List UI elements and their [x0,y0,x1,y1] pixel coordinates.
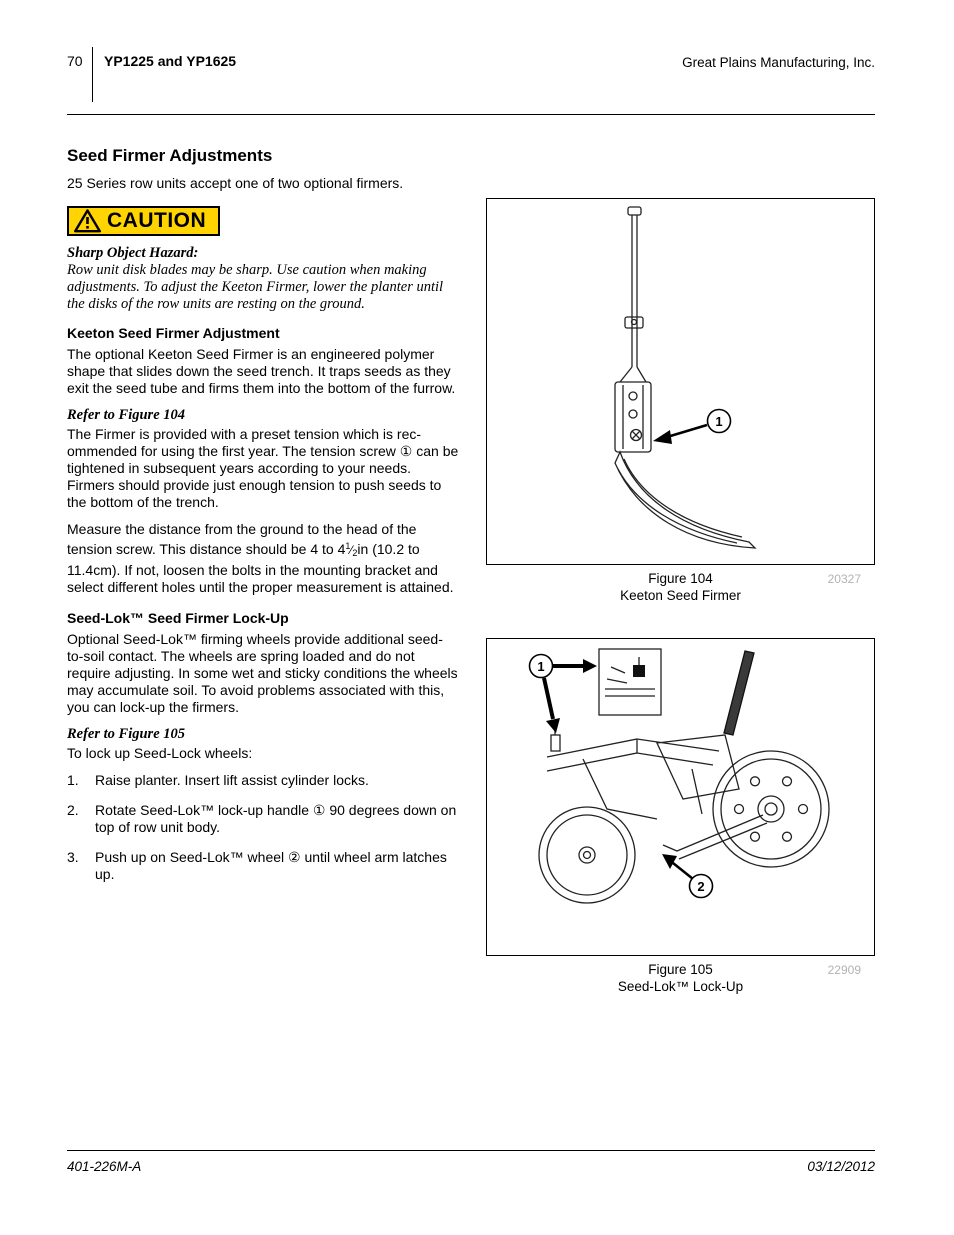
caution-banner: CAUTION [67,206,221,236]
fig105-callout-2-number: 2 [697,879,704,894]
keeton-paragraph-3: Measure the distance from the ground to … [67,521,459,596]
text-column: Seed Firmer Adjustments 25 Series row un… [67,146,459,896]
fraction-numerator: 1 [345,541,351,551]
header-rule [67,114,875,115]
figure-104: 1 Figure 104 20327 Keeton Seed Firmer [486,198,875,604]
step-1: 1. Raise planter. Insert lift assist cyl… [67,772,459,789]
step-2-text: Rotate Seed-Lok™ lock-up handle ① 90 deg… [95,802,457,835]
step-3: 3. Push up on Seed-Lok™ wheel ② until wh… [67,849,459,883]
fig105-callout-1-number: 1 [537,659,544,674]
figure-105-frame: 1 2 [486,638,875,956]
keeton-paragraph-2: The Firmer is provided with a preset ten… [67,426,459,510]
seed-lok-lockup-drawing: 1 2 [528,648,830,904]
section-heading: Seed Firmer Adjustments [67,146,273,165]
figure-104-label: Figure 104 [648,571,713,586]
figure-105-caption: Seed-Lok™ Lock-Up [617,979,744,994]
step-3-number: 3. [67,849,79,865]
fraction-slash: ⁄ [350,543,353,557]
fraction-denominator: 2 [352,548,358,558]
page-number: 70 [67,53,83,69]
figure-column: 1 Figure 104 20327 Keeton Seed Firmer [486,198,875,995]
footer-rule [67,1150,875,1151]
figure-105-ref-number: 22909 [827,963,861,977]
hazard-title: Sharp Object Hazard: [67,245,199,261]
figure-104-ref-number: 20327 [827,572,861,586]
keeton-seed-firmer-drawing: 1 [614,206,757,549]
keeton-heading: Keeton Seed Firmer Adjustment [67,325,280,341]
refer-figure-105: Refer to Figure 105 [67,726,186,742]
step-1-text: Raise planter. Insert lift assist cylind… [95,772,369,788]
figure-104-frame: 1 [486,198,875,565]
fig105-callout-1: 1 [528,653,597,733]
step-3-text: Push up on Seed-Lok™ wheel ② until wheel… [95,849,447,882]
measure-text-after: in (10.2 to 11.4cm). If not, loosen the … [67,541,454,595]
keeton-paragraph-1: The optional Keeton Seed Firmer is an en… [67,346,456,396]
measure-text-before: Measure the distance from the ground to … [67,521,417,557]
figure-105: 1 2 Figure 105 22909 Seed-Lok™ Lock-Up [486,638,875,995]
refer-figure-104: Refer to Figure 104 [67,407,186,423]
step-2: 2. Rotate Seed-Lok™ lock-up handle ① 90 … [67,802,459,836]
figure-104-caption-row: Figure 104 20327 [486,570,875,587]
caution-label: CAUTION [107,209,207,232]
fig105-callout-2: 2 [662,854,714,899]
figure-105-caption-row: Figure 105 22909 [486,961,875,978]
seedlok-lead: To lock up Seed-Lock wheels: [67,745,253,761]
header-divider [92,47,93,102]
figure-105-label: Figure 105 [648,962,713,977]
fig104-callout-1: 1 [653,408,732,444]
lockup-steps: 1. Raise planter. Insert lift assist cyl… [67,772,459,883]
seedlok-paragraph-1: Optional Seed-Lok™ firming wheels provid… [67,631,458,715]
seedlok-heading: Seed-Lok™ Seed Firmer Lock-Up [67,610,289,626]
fig104-callout-1-number: 1 [715,414,722,429]
manual-title: YP1225 and YP1625 [104,53,237,69]
step-2-number: 2. [67,802,79,818]
figure-104-caption: Keeton Seed Firmer [620,588,741,603]
document-date: 03/12/2012 [807,1159,875,1174]
step-1-number: 1. [67,772,79,788]
intro-text: 25 Series row units accept one of two op… [67,175,404,191]
hazard-text: Row unit disk blades may be sharp. Use c… [67,262,444,312]
company-name: Great Plains Manufacturing, Inc. [682,55,875,70]
document-number: 401-226M-A [67,1159,142,1174]
warning-triangle-icon [74,209,101,233]
